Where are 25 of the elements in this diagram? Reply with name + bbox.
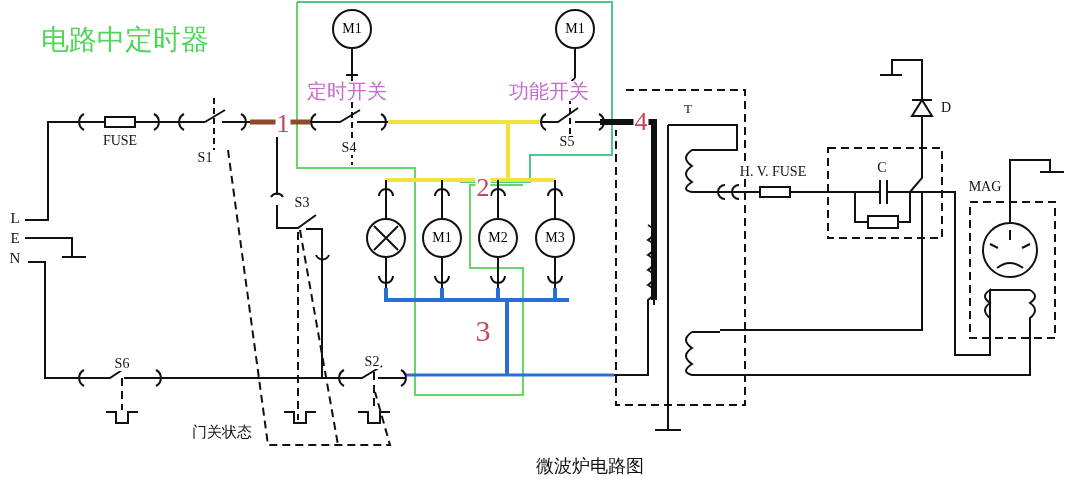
motor-symbol: M3 xyxy=(535,218,575,258)
component-label: C xyxy=(876,161,888,175)
component-label: S1 xyxy=(196,151,214,165)
lamp-symbol xyxy=(366,218,406,258)
component-label: MAG xyxy=(967,180,1003,194)
component-label: D xyxy=(939,101,953,115)
title: 电路中定时器 xyxy=(40,26,210,54)
terminal-label: N xyxy=(8,250,22,266)
terminal-label: L xyxy=(9,210,21,226)
motor-symbol: M1 xyxy=(422,218,462,258)
component-label: S3 xyxy=(293,196,311,210)
switch-label: 定时开关 xyxy=(306,81,388,101)
motor-symbol: M1 xyxy=(332,9,372,49)
caption: 微波炉电路图 xyxy=(535,457,645,475)
switch-label: 功能开关 xyxy=(508,81,590,101)
component-label: S2 xyxy=(363,355,381,369)
note-text: 门关状态 xyxy=(191,424,253,440)
component-label: S6 xyxy=(113,357,131,371)
component-label: S5 xyxy=(558,135,576,149)
terminal-label: E xyxy=(9,230,21,246)
motor-symbol: M2 xyxy=(478,218,518,258)
component-label: FUSE xyxy=(101,134,139,148)
component-label: S4 xyxy=(340,141,358,155)
component-label: H. V. FUSE xyxy=(738,165,808,179)
motor-symbol: M1 xyxy=(555,9,595,49)
